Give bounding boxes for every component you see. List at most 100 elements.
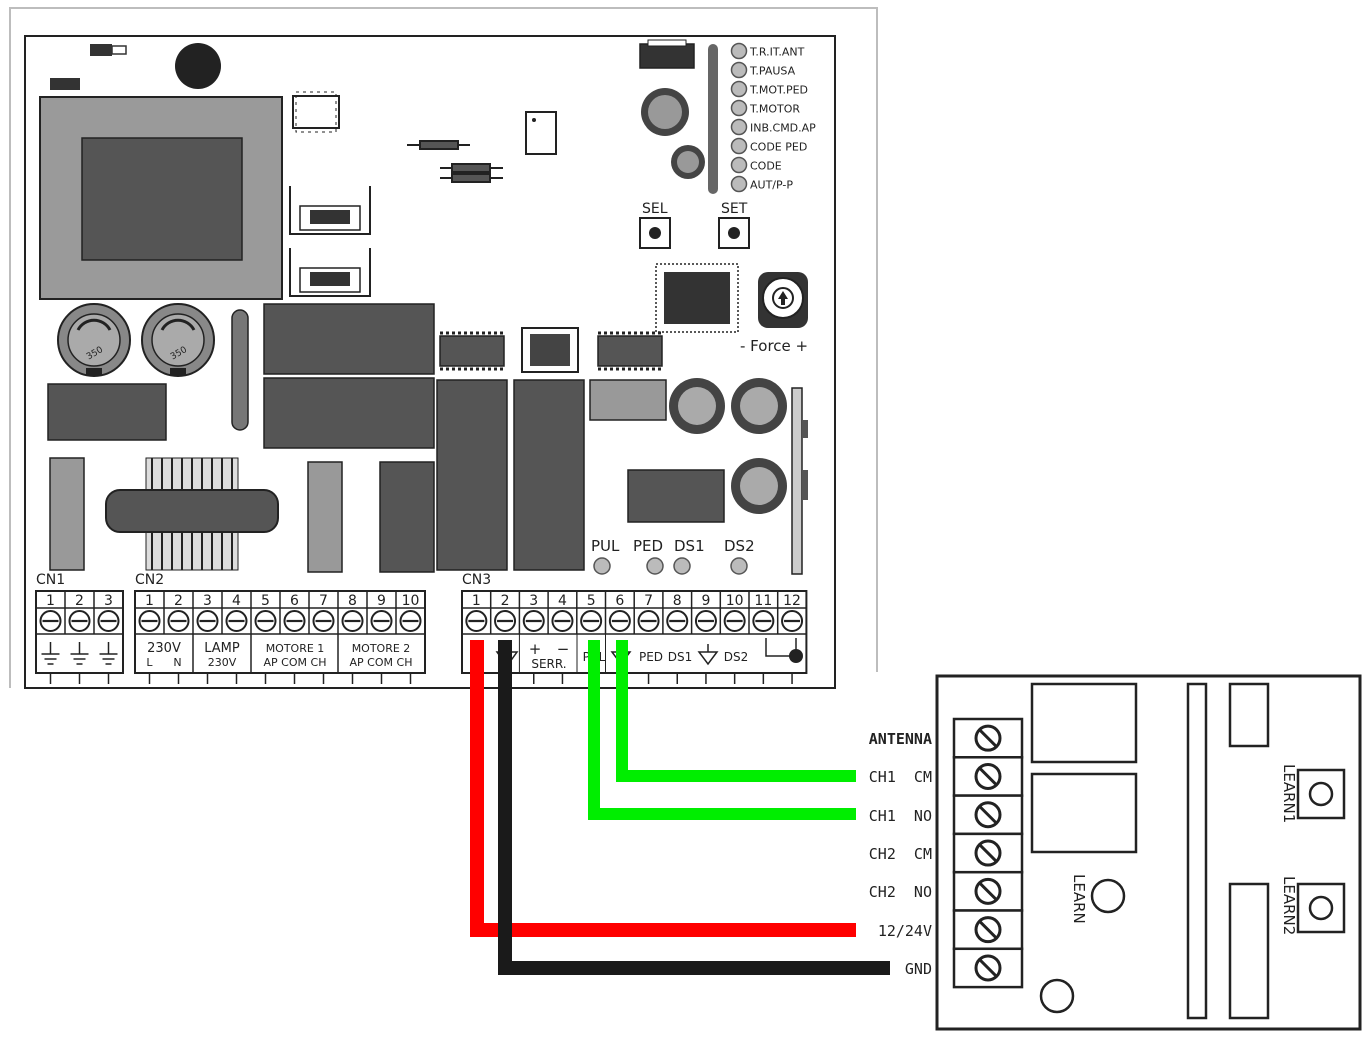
label-ch2-cm: CH2 CM <box>869 845 932 863</box>
wire-ch1-cm <box>616 640 856 782</box>
cn3-screw-4[interactable] <box>551 610 574 632</box>
receiver-screw[interactable] <box>974 801 1002 829</box>
cn2-screw-9[interactable] <box>370 610 393 632</box>
wire-ch1-no <box>588 640 856 820</box>
cn1-screw-3[interactable] <box>97 610 120 632</box>
receiver-bar <box>1186 682 1208 1020</box>
trimmer-2[interactable]: 350 <box>141 303 215 377</box>
cn2-screw-1[interactable] <box>138 610 161 632</box>
cn2-title: CN2 <box>135 572 164 588</box>
cn3-screw-1[interactable] <box>465 610 488 632</box>
cn2-screw-7[interactable] <box>312 610 335 632</box>
optocoupler-pins <box>295 91 337 133</box>
cn3-screw-3[interactable] <box>522 610 545 632</box>
cn3-screw-10[interactable] <box>723 610 746 632</box>
cn3-screw-8[interactable] <box>666 610 689 632</box>
jumper <box>90 44 112 56</box>
block-left <box>47 383 167 441</box>
cn3-plus-label: + <box>529 640 542 658</box>
led-t-motor <box>730 99 748 117</box>
cn3-pin-number: 9 <box>701 593 710 609</box>
led-inb-cmd-ap <box>730 118 748 136</box>
small-ic <box>525 111 557 155</box>
cn3-screw-5[interactable] <box>580 610 603 632</box>
regulator-1 <box>289 186 371 235</box>
switch-dot-icon <box>789 649 803 663</box>
relay-2 <box>263 377 435 449</box>
relay-1 <box>263 303 435 375</box>
receiver-screw[interactable] <box>974 954 1002 982</box>
cn3-screw-9[interactable] <box>694 610 717 632</box>
cn2-screw-3[interactable] <box>196 610 219 632</box>
cn1-screw-1[interactable] <box>39 610 62 632</box>
receiver-screw[interactable] <box>974 762 1002 790</box>
led-label: T.R.IT.ANT <box>749 46 805 59</box>
cn3-screw-6[interactable] <box>608 610 631 632</box>
relay-4 <box>513 379 585 571</box>
led-ped-label: PED <box>633 537 663 555</box>
led-code <box>730 156 748 174</box>
cn3-screw-7[interactable] <box>637 610 660 632</box>
cn3-screw-11[interactable] <box>752 610 775 632</box>
receiver-screw[interactable] <box>974 877 1002 905</box>
cn3-minus-label: − <box>557 640 570 658</box>
receiver-component-top <box>1228 682 1270 748</box>
fuse-vertical <box>231 309 249 431</box>
small-ic-dot <box>532 118 536 122</box>
led-ds2-label: DS2 <box>724 537 755 555</box>
cn1-screw-2[interactable] <box>68 610 91 632</box>
cn2-pin-number: 5 <box>261 593 270 609</box>
ic-dip-2 <box>521 327 579 373</box>
cn2-pin-number: 10 <box>402 593 420 609</box>
receiver-screw[interactable] <box>974 916 1002 944</box>
cn2-motore2-sub: AP COM CH <box>350 656 413 669</box>
cn2-lamp-label: LAMP <box>204 641 240 656</box>
wire-12-24v <box>470 640 856 937</box>
led-label: AUT/P-P <box>750 179 793 192</box>
buzzer <box>175 43 221 89</box>
earth-icon <box>99 642 118 665</box>
cn3-ds2-label: DS2 <box>724 650 749 664</box>
cn3-pin-number: 3 <box>529 593 538 609</box>
cn3-pin-number: 12 <box>783 593 801 609</box>
cn2-screw-6[interactable] <box>283 610 306 632</box>
led-t-pausa <box>730 61 748 79</box>
cn2-screw-2[interactable] <box>167 610 190 632</box>
led-ds2 <box>730 557 748 575</box>
cn2-230v-sub: L N <box>146 656 181 669</box>
cn3-screw-2[interactable] <box>494 610 517 632</box>
cn2-230v-label: 230V <box>147 641 181 656</box>
receiver-screw[interactable] <box>974 724 1002 752</box>
resistors <box>407 140 503 183</box>
cn2-pin-number: 9 <box>377 593 386 609</box>
label-ch2-no: CH2 NO <box>869 883 932 901</box>
led-label: T.MOTOR <box>749 103 800 116</box>
optocoupler <box>292 95 340 129</box>
cn2-pin-number: 8 <box>348 593 357 609</box>
label-gnd: GND <box>905 960 932 978</box>
cn3-serr-label: SERR. <box>531 657 566 671</box>
cn2-screw-5[interactable] <box>254 610 277 632</box>
led-label: CODE <box>750 160 782 173</box>
block-vertical-1 <box>49 457 85 571</box>
learn-button[interactable] <box>1090 878 1126 914</box>
cn2-screw-8[interactable] <box>341 610 364 632</box>
cn3-screw-12[interactable] <box>781 610 804 632</box>
led-label: CODE PED <box>750 141 807 154</box>
receiver-screw[interactable] <box>974 839 1002 867</box>
ic-dip-1 <box>439 331 505 371</box>
led-label: T.PAUSA <box>749 65 796 78</box>
cn3-title: CN3 <box>462 572 491 588</box>
cn2-screw-4[interactable] <box>225 610 248 632</box>
cn2-screw-10[interactable] <box>399 610 422 632</box>
led-t-rit-ant <box>730 42 748 60</box>
trimmer-1[interactable]: 350 <box>57 303 131 377</box>
led-aut-pp <box>730 175 748 193</box>
cn2-pin-number: 3 <box>203 593 212 609</box>
cn3-pin-number: 1 <box>472 593 481 609</box>
status-leds: T.R.IT.ANT T.PAUSA T.MOT.PED T.MOTOR INB… <box>730 42 816 193</box>
led-label: T.MOT.PED <box>749 84 808 97</box>
